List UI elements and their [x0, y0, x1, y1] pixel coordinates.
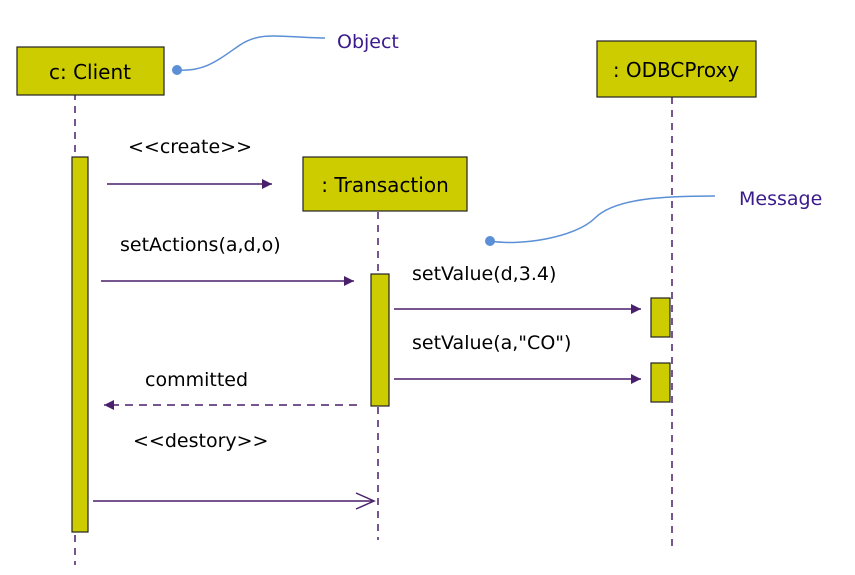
create-message-label: <<create>> [128, 136, 252, 158]
transaction-object[interactable]: : Transaction [302, 156, 468, 212]
odbc-proxy-object-label: : ODBCProxy [613, 58, 740, 82]
client-object[interactable]: c: Client [16, 46, 165, 96]
set-value-2-message-label: setValue(a,"CO") [412, 332, 571, 354]
destroy-open-arrowhead [355, 492, 376, 510]
message-note-label: Message [739, 188, 822, 210]
transaction-activation-bar [370, 273, 390, 407]
object-note: Object [172, 31, 399, 75]
client-object-box [16, 46, 165, 96]
message-note-dot [485, 236, 495, 246]
odbc-proxy-activation-bar-1 [650, 297, 671, 338]
message-note: Message [485, 188, 822, 246]
set-value-1-message-label: setValue(d,3.4) [412, 263, 556, 285]
client-object-label: c: Client [49, 60, 131, 84]
object-note-connector [176, 35, 326, 71]
destroy-message-label: <<destory>> [133, 430, 268, 452]
set-actions-message-label: setActions(a,d,o) [120, 234, 281, 256]
object-note-dot [172, 65, 182, 75]
committed-return-label: committed [145, 369, 248, 391]
message-note-connector [489, 195, 716, 244]
odbc-proxy-object-box [596, 40, 757, 98]
transaction-object-box [302, 156, 468, 212]
client-activation-bar [71, 156, 89, 533]
object-note-label: Object [337, 31, 399, 53]
odbc-proxy-activation-bar-2 [650, 362, 671, 403]
transaction-object-label: : Transaction [321, 173, 449, 197]
odbc-proxy-object[interactable]: : ODBCProxy [596, 40, 757, 98]
